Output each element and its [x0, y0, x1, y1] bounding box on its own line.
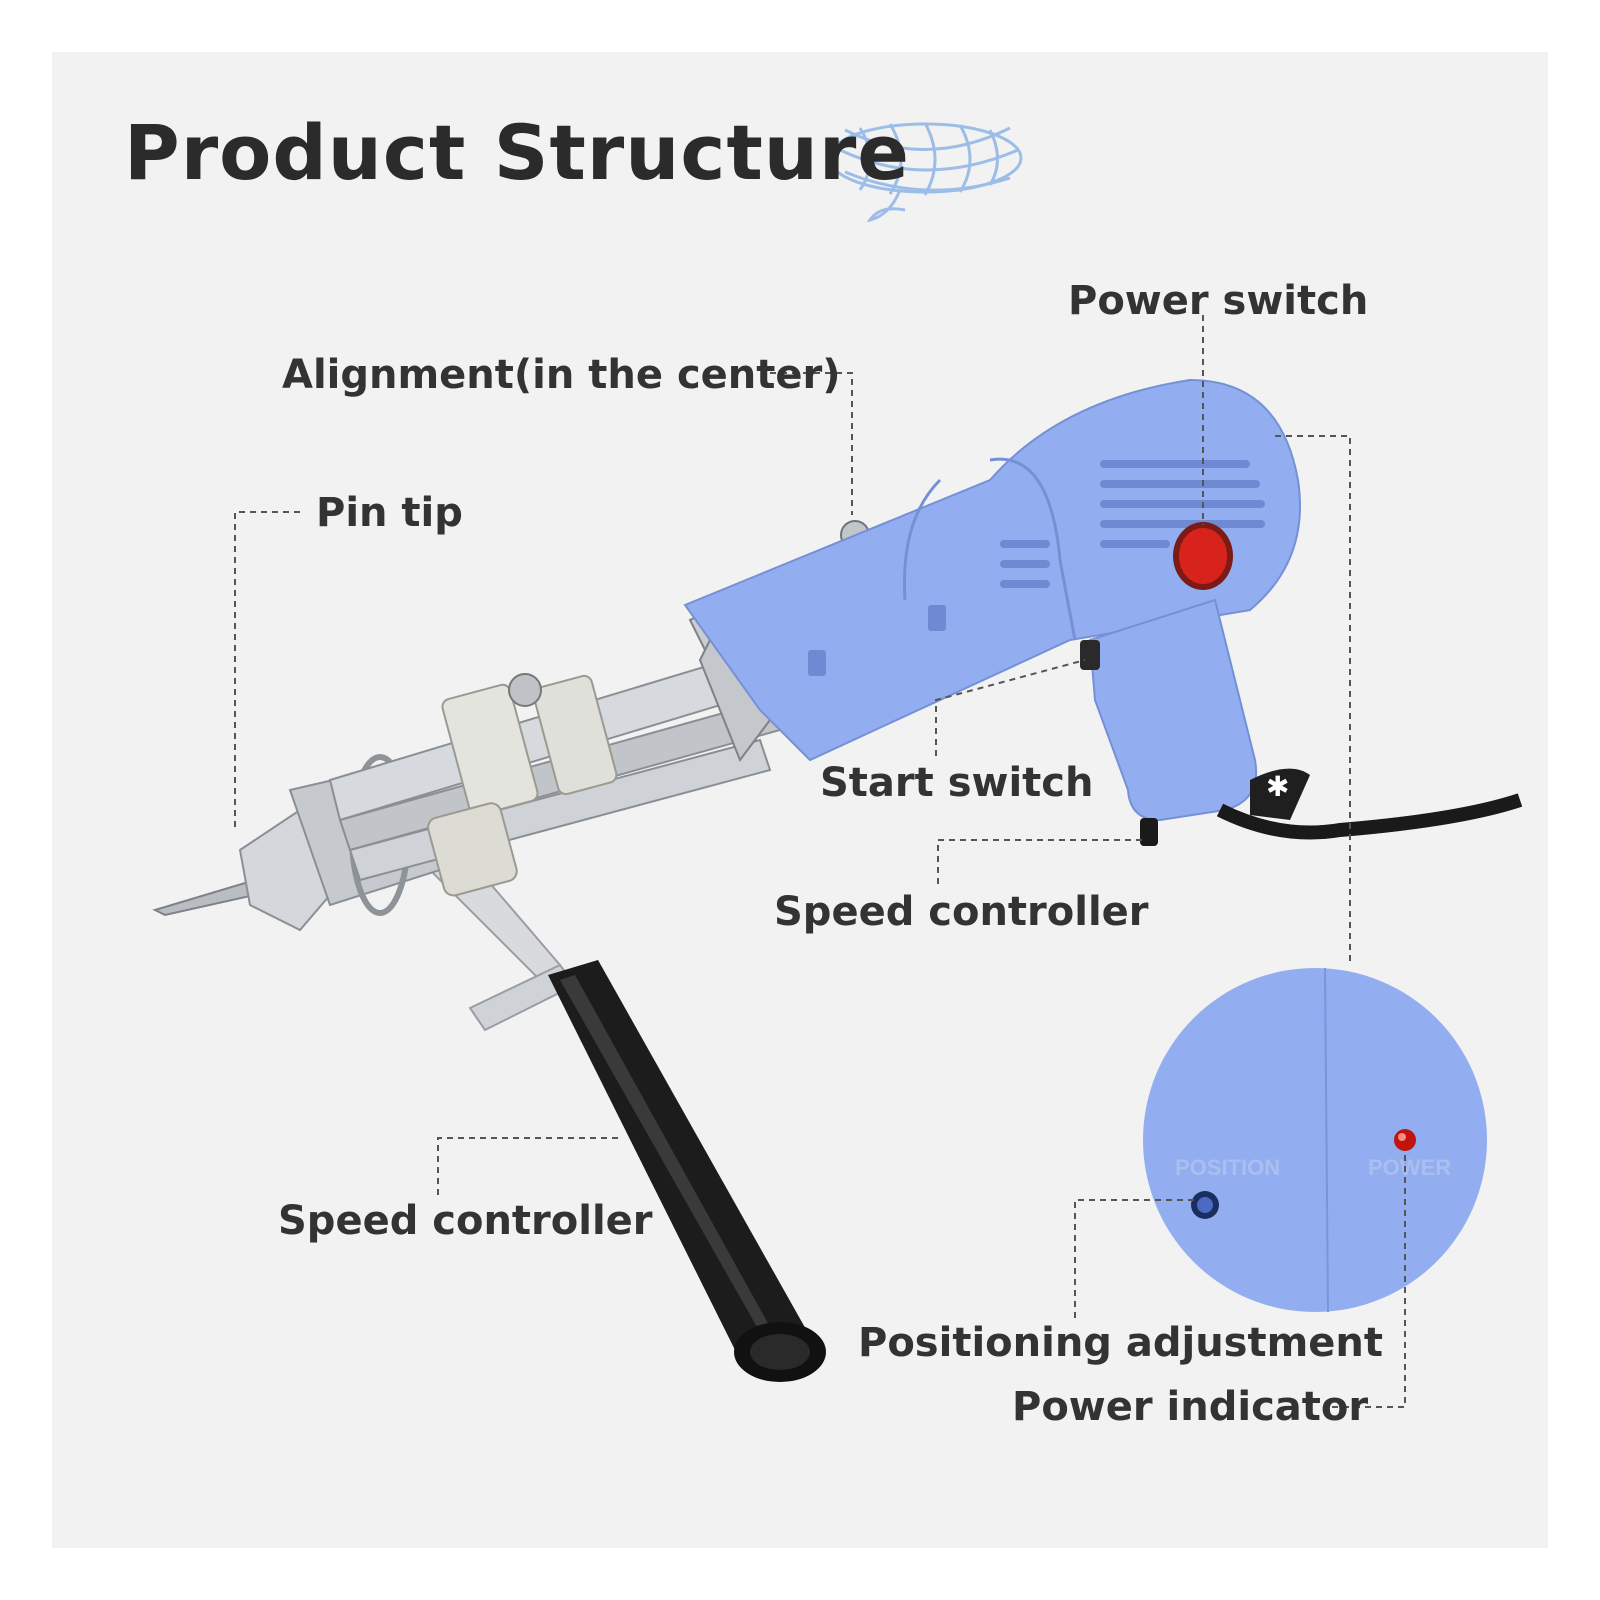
- leader-speed-left: [437, 1137, 620, 1195]
- label-positioning-adjustment: Positioning adjustment: [858, 1320, 1383, 1366]
- yarn-ball-icon: [827, 122, 1023, 223]
- label-speed-controller-right: Speed controller: [774, 889, 1149, 935]
- dial-position-text: POSITION: [1175, 1155, 1280, 1180]
- leader-speed-right: [937, 839, 1145, 884]
- label-pin-tip: Pin tip: [316, 490, 463, 536]
- page-title: Product Structure: [124, 108, 910, 197]
- leader-pin-tip: [234, 511, 300, 830]
- leader-dial: [1275, 435, 1351, 965]
- motor-body: ✱: [683, 378, 1523, 846]
- leader-power-indicator: [1332, 1150, 1406, 1408]
- label-speed-controller-left: Speed controller: [278, 1198, 653, 1244]
- rear-dial-closeup: POSITION POWER: [1143, 967, 1487, 1313]
- label-alignment: Alignment(in the center): [282, 352, 841, 398]
- label-power-indicator: Power indicator: [1012, 1384, 1369, 1430]
- leader-positioning: [1074, 1199, 1195, 1318]
- leader-start-switch: [935, 659, 1086, 756]
- label-power-switch: Power switch: [1068, 278, 1369, 324]
- label-start-switch: Start switch: [820, 760, 1094, 806]
- svg-text:✱: ✱: [1266, 770, 1289, 803]
- dial-power-text: POWER: [1368, 1155, 1451, 1180]
- leader-alignment: [770, 372, 853, 515]
- side-handle: [428, 858, 826, 1382]
